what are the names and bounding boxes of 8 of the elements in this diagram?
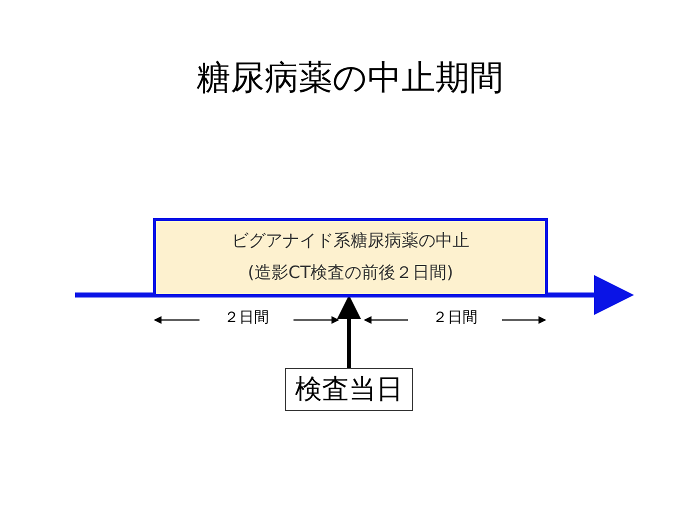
exam-day-box: 検査当日 bbox=[285, 368, 413, 411]
duration-label: ２日間 bbox=[432, 308, 478, 327]
period-box bbox=[153, 218, 548, 297]
box-subtext: (造影CT検査の前後２日間) bbox=[246, 262, 454, 284]
box-heading: ビグアナイド系糖尿病薬の中止 bbox=[230, 230, 470, 252]
arrow bbox=[337, 295, 361, 368]
title: 糖尿病薬の中止期間 bbox=[196, 57, 504, 100]
duration-label: ２日間 bbox=[223, 308, 270, 327]
